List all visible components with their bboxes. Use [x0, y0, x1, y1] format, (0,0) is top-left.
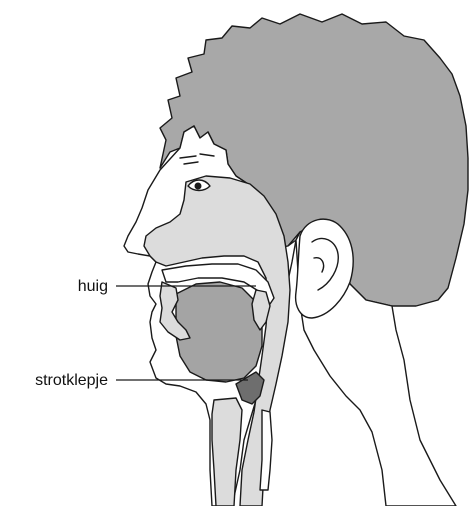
oral-cavity	[176, 282, 262, 382]
oesophagus	[260, 410, 272, 490]
pupil	[195, 183, 202, 190]
label-uvula: huig	[78, 278, 108, 295]
trachea	[212, 398, 242, 506]
label-epiglottis: strotklepje	[35, 372, 108, 389]
